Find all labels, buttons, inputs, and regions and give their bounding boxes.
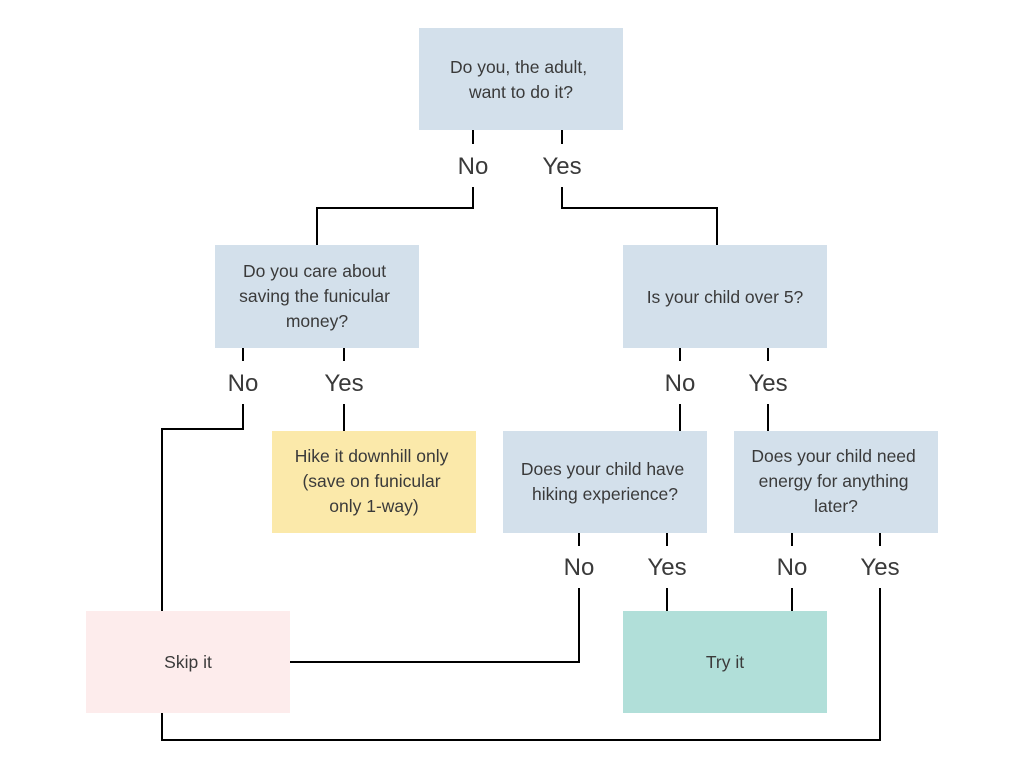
edge-label-energy-no: No (777, 554, 808, 581)
node-box (503, 431, 707, 533)
node-text-line: saving the funicular (239, 286, 390, 306)
svg-text:Do you, the adult, want: Do you, the adult, want to do it? (450, 57, 592, 102)
edge-label-experience-no: No (564, 554, 595, 581)
edge-label-money-yes: Yes (324, 370, 363, 397)
node-energy-question: Does your child need energy for anything… (734, 431, 938, 533)
node-text-line: only 1-way) (329, 496, 418, 516)
node-text-line: Try it (706, 652, 744, 672)
node-text-line: Does your child have (521, 459, 684, 479)
edge-label-over5-no: No (665, 370, 696, 397)
connector-experience-no-to-skip (290, 588, 580, 663)
node-text-line: Is your child over 5? (647, 287, 804, 307)
edge-label-experience-yes: Yes (647, 554, 686, 581)
node-box (272, 431, 476, 533)
node-text-line: Do you care about (243, 261, 386, 281)
edge-labels: No Yes No Yes No Yes No Yes No Yes (228, 153, 900, 581)
node-money-question: Do you care about saving the funicular m… (215, 245, 419, 348)
connector-money-no-to-skip (161, 404, 244, 611)
svg-text:Does your child need ene: Does your child need energy for anything… (751, 446, 920, 516)
node-hike-downhill: Hike it downhill only (save on funicular… (272, 431, 476, 533)
edge-label-adult-yes: Yes (542, 153, 581, 180)
node-skip-it: Skip it (86, 611, 290, 713)
svg-text:Do you care about saving: Do you care about saving the funicular m… (239, 261, 395, 331)
node-try-it: Try it (623, 611, 827, 713)
node-box (623, 611, 827, 713)
node-experience-question: Does your child have hiking experience? (503, 431, 707, 533)
svg-text:Try it: Try it (706, 652, 744, 672)
connector-adult-yes-to-over5 (561, 187, 718, 245)
edge-label-money-no: No (228, 370, 259, 397)
svg-text:Hike it downhill only (s: Hike it downhill only (save on funicular… (295, 446, 454, 516)
node-box (734, 431, 938, 533)
edge-label-adult-no: No (458, 153, 489, 180)
node-text-line: Hike it downhill only (295, 446, 449, 466)
connectors (161, 130, 881, 741)
edge-label-over5-yes: Yes (748, 370, 787, 397)
node-box (623, 245, 827, 348)
svg-text:Skip it: Skip it (164, 652, 212, 672)
node-text-line: money? (286, 311, 349, 331)
connector-energy-yes-to-skip (161, 588, 881, 741)
node-box (215, 245, 419, 348)
node-text-line: Skip it (164, 652, 212, 672)
node-text-line: later? (814, 496, 858, 516)
node-adult-question: Do you, the adult, want to do it? (419, 28, 623, 130)
node-text-line: Do you, the adult, (450, 57, 587, 77)
edge-label-energy-yes: Yes (860, 554, 899, 581)
node-text-line: want to do it? (468, 82, 573, 102)
node-box (86, 611, 290, 713)
node-text-line: energy for anything (759, 471, 909, 491)
node-text-line: (save on funicular (302, 471, 440, 491)
svg-text:Is your child over 5?: Is your child over 5? (647, 287, 804, 307)
connector-adult-no-to-money (316, 187, 474, 245)
node-text-line: Does your child need (751, 446, 915, 466)
svg-text:Does your child have hik: Does your child have hiking experience? (521, 459, 689, 504)
node-box (419, 28, 623, 130)
node-text-line: hiking experience? (532, 484, 678, 504)
node-over5-question: Is your child over 5? (623, 245, 827, 348)
